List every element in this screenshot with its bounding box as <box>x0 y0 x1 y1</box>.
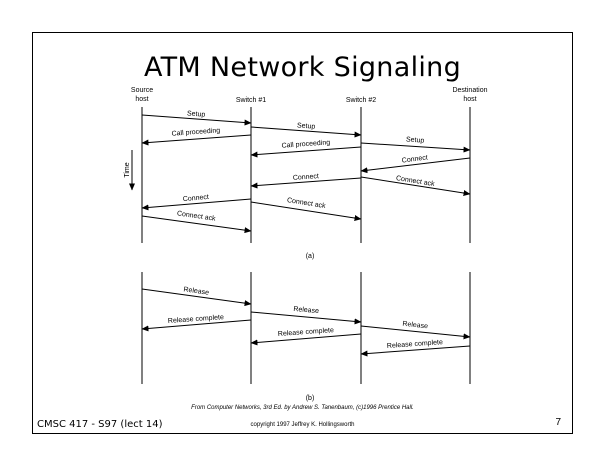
msg-a-connectack-3: Connect ack <box>176 210 216 222</box>
switch2-label: Switch #2 <box>345 97 377 104</box>
destination-host-label-line1: Destination <box>452 87 488 94</box>
msg-b-release-1: Release <box>183 286 210 297</box>
messages-a <box>141 114 471 234</box>
arrow-b-release-1 <box>141 288 252 307</box>
arrow-a-connectack-3 <box>141 215 252 234</box>
msg-a-setup-3: Setup <box>406 136 425 144</box>
caption-b: (b) <box>306 395 315 402</box>
time-label: Time <box>124 162 131 177</box>
arrow-a-callproc-1 <box>141 134 252 146</box>
slide-title: ATM Network Signaling <box>143 52 462 83</box>
arrow-a-setup-1 <box>141 114 252 126</box>
copyright-line: copyright 1997 Jeffrey K. Hollingsworth <box>250 422 355 428</box>
arrow-b-release-3 <box>360 325 471 340</box>
caption-a: (a) <box>306 253 315 260</box>
msg-a-setup-2: Setup <box>297 122 316 130</box>
source-host-label-line1: Source <box>130 87 154 94</box>
destination-host-label-line2: host <box>463 96 477 103</box>
msg-a-connectack-1: Connect ack <box>395 175 435 188</box>
msg-b-relcomp-3: Release complete <box>387 339 443 350</box>
msg-b-relcomp-1: Release complete <box>168 314 224 325</box>
msg-a-connect-2: Connect <box>293 173 320 182</box>
arrow-b-relcomp-1 <box>141 319 252 332</box>
arrow-a-connect-3 <box>141 198 252 211</box>
msg-b-release-3: Release <box>402 321 428 331</box>
source-host-label-line2: host <box>135 96 149 103</box>
msg-a-callproc-1: Call proceeding <box>171 127 220 137</box>
arrow-b-relcomp-3 <box>360 345 471 357</box>
arrow-a-setup-2 <box>250 126 362 138</box>
course-label: CMSC 417 - S97 (lect 14) <box>37 419 163 430</box>
credit-line: From Computer Networks, 3rd Ed. by Andre… <box>191 405 414 411</box>
arrow-a-connect-1 <box>360 157 471 174</box>
slide-frame <box>32 32 573 434</box>
arrow-a-connectack-1 <box>360 176 471 196</box>
msg-a-setup-1: Setup <box>187 110 206 118</box>
msg-a-connect-3: Connect <box>183 194 210 203</box>
source-host-label: Source host <box>122 86 162 104</box>
arrow-b-relcomp-2 <box>250 333 362 346</box>
message-labels-b: Release Release complete Release Release… <box>168 286 443 350</box>
arrow-a-connect-2 <box>250 177 362 189</box>
page-number: 7 <box>555 417 561 428</box>
msg-a-connect-1: Connect <box>401 154 428 164</box>
msg-a-callproc-2: Call proceeding <box>281 139 330 149</box>
arrow-a-setup-3 <box>360 142 471 153</box>
msg-b-relcomp-2: Release complete <box>278 327 334 338</box>
arrow-a-callproc-2 <box>250 146 362 158</box>
arrow-b-release-2 <box>250 311 362 325</box>
messages-b <box>141 288 471 357</box>
switch1-label: Switch #1 <box>235 97 267 104</box>
destination-host-label: Destination host <box>440 86 500 104</box>
arrow-a-connectack-2 <box>250 201 362 221</box>
msg-b-release-2: Release <box>293 306 319 315</box>
